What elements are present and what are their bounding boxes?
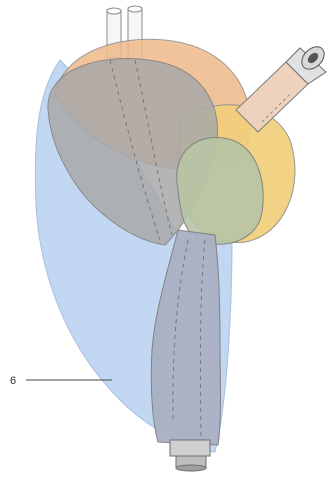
green-lobe [177,137,264,244]
angled-connector-icon [236,42,329,132]
bottom-connector-icon [170,440,210,471]
callout-6: 6 [10,375,112,387]
callout-6-label: 6 [10,375,16,387]
